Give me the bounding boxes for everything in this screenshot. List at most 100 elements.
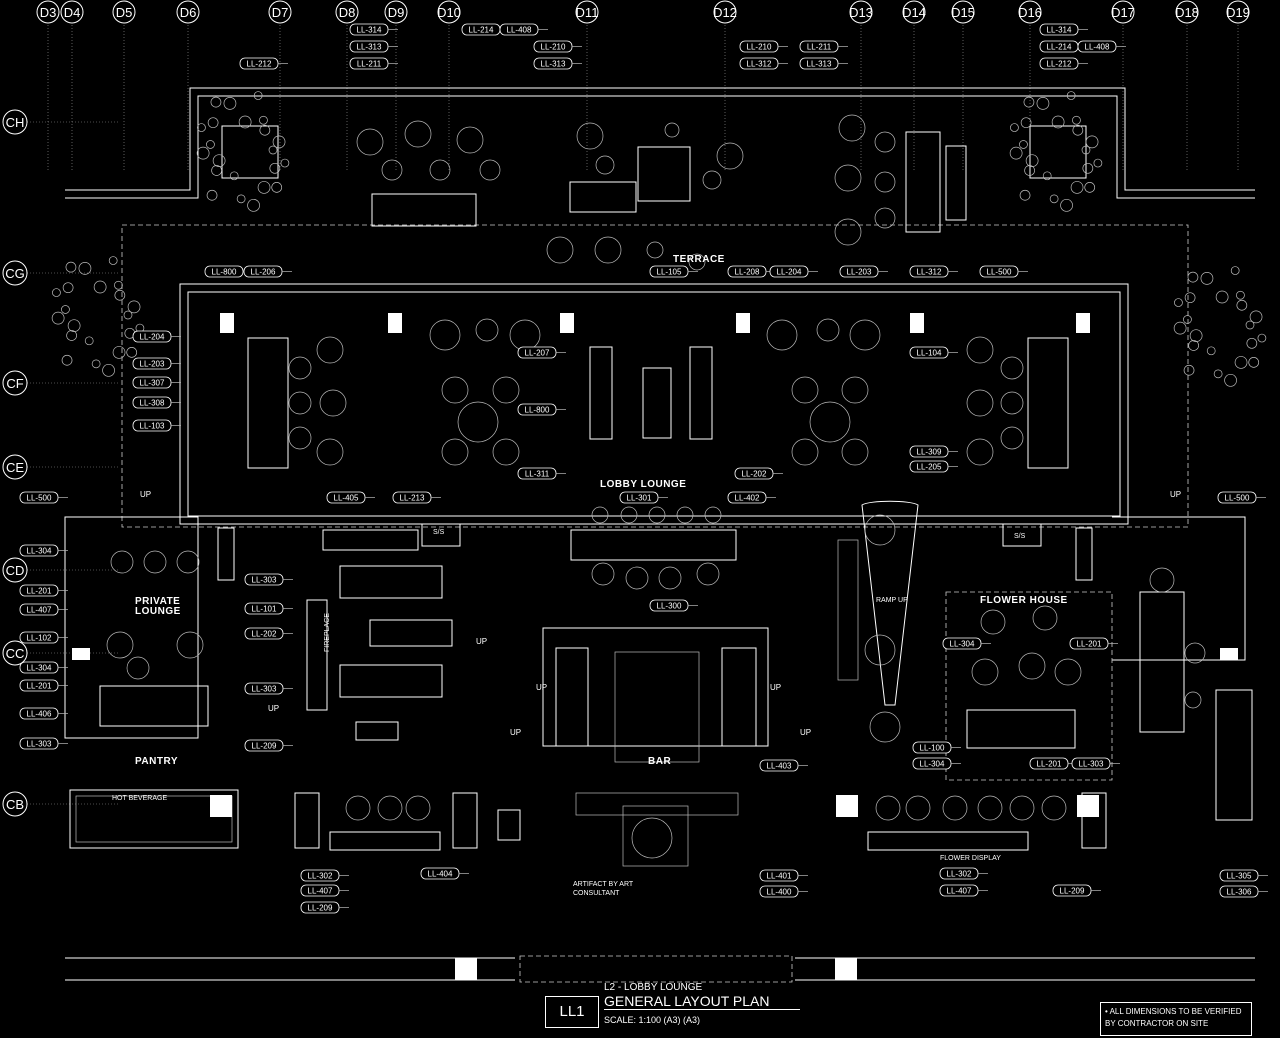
planting-leaf [1051,115,1065,129]
material-tag: LL-407 [300,884,349,897]
grid-row-label: CE [6,460,24,475]
general-note: • ALL DIMENSIONS TO BE VERIFIED BY CONTR… [1105,1007,1242,1028]
material-tag-label: LL-202 [252,630,277,639]
planting-leaf [1082,162,1094,174]
furniture-piece [356,128,384,156]
planting-leaf [1183,315,1192,324]
material-tag-label: LL-406 [27,710,52,719]
furniture-piece [966,336,994,364]
material-tag-label: LL-101 [252,605,277,614]
material-tag: LL-304 [912,757,961,770]
material-tag-label: LL-800 [212,268,237,277]
artifact-label-2: CONSULTANT [573,890,620,897]
planting-leaf [66,330,77,341]
planting-leaf [1187,271,1199,283]
material-tag-label: LL-301 [627,494,652,503]
room-label-flower-house: FLOWER HOUSE [980,595,1068,606]
planting-leaf [1184,292,1196,304]
furniture-piece [1041,795,1067,821]
furniture-piece [456,126,484,154]
material-tag-label: LL-201 [1077,640,1102,649]
material-tag-label: LL-308 [140,399,165,408]
material-tag-label: LL-312 [747,60,772,69]
material-tag: LL-314 [349,23,398,36]
planting-leaf [1072,124,1084,136]
material-tag: LL-100 [912,741,961,754]
material-tag-label: LL-500 [1225,494,1250,503]
planting-leaf [1215,290,1229,304]
furniture-piece [1184,691,1202,709]
planting-leaf [1230,266,1240,275]
material-tag-label: LL-313 [541,60,566,69]
ss-label-right: S/S [1014,533,1026,540]
planting-leaf [1189,329,1203,343]
material-tag: LL-302 [939,867,988,880]
planting-leaf [1060,198,1073,212]
grid-column-d14: D14 [902,0,926,24]
planting-leaf [253,91,263,100]
material-tag-label: LL-304 [27,547,52,556]
furniture-piece [441,438,469,466]
grid-row-label: CH [6,115,25,130]
material-tag-label: LL-408 [507,26,532,35]
material-tag-label: LL-102 [27,634,52,643]
planting-leaf [65,261,77,273]
planting-leaf [206,140,215,149]
material-tag: LL-202 [734,467,783,480]
grid-row-label: CG [5,266,25,281]
drawing-title: GENERAL LAYOUT PLAN [604,993,800,1010]
furniture-piece [288,391,312,415]
material-tag-label: LL-304 [950,640,975,649]
planting-leaf [91,359,101,369]
grid-column-label: D8 [339,5,356,20]
planting-leaf [1246,337,1258,349]
grid-row-cg: CG [2,260,28,286]
planting-leaf [272,135,286,149]
planting-leaf [1042,171,1052,181]
planting-leaf [257,181,271,194]
planting-leaf [114,280,123,290]
material-tag: LL-305 [1219,869,1268,882]
furniture-piece [841,376,869,404]
grid-column-label: D10 [437,5,461,20]
furniture-piece [966,389,994,417]
material-tag: LL-211 [349,57,398,70]
grid-row-ch: CH [2,109,28,135]
material-tag-label: LL-209 [1060,887,1085,896]
furniture-layer [51,91,1267,859]
grid-column-label: D11 [576,5,599,20]
material-tag-label: LL-211 [357,60,382,69]
material-tag: LL-313 [349,40,398,53]
planting-leaf [1066,91,1076,100]
furniture-piece [377,795,403,821]
material-tag-label: LL-105 [657,268,682,277]
material-tag: LL-303 [1071,757,1120,770]
furniture-piece [316,336,344,364]
material-tag-label: LL-212 [1047,60,1072,69]
grid-column-d3: D3 [36,0,60,24]
material-tag: LL-209 [300,901,349,914]
material-tag: LL-209 [244,739,293,752]
grid-row-label: CC [6,646,25,661]
furniture-piece [716,142,744,170]
material-tag-label: LL-500 [27,494,52,503]
grid-row-label: CF [6,376,23,391]
grid-column-label: D6 [180,5,197,20]
planting-leaf [271,182,283,193]
furniture-piece [546,236,574,264]
material-tag: LL-403 [759,759,808,772]
material-tag-label: LL-314 [1047,26,1072,35]
planting-leaf [1174,298,1183,307]
material-tag: LL-206 [243,265,292,278]
furniture-piece [316,438,344,466]
grid-column-label: D18 [1175,5,1199,20]
material-tag-label: LL-313 [357,43,382,52]
grid-column-label: D4 [64,5,81,20]
grid-row-cb: CB [2,791,28,817]
planting-leaf [1248,357,1260,368]
material-tag-label: LL-212 [247,60,272,69]
furniture-piece [809,401,851,443]
furniture-piece [319,389,347,417]
furniture-piece [980,609,1006,635]
